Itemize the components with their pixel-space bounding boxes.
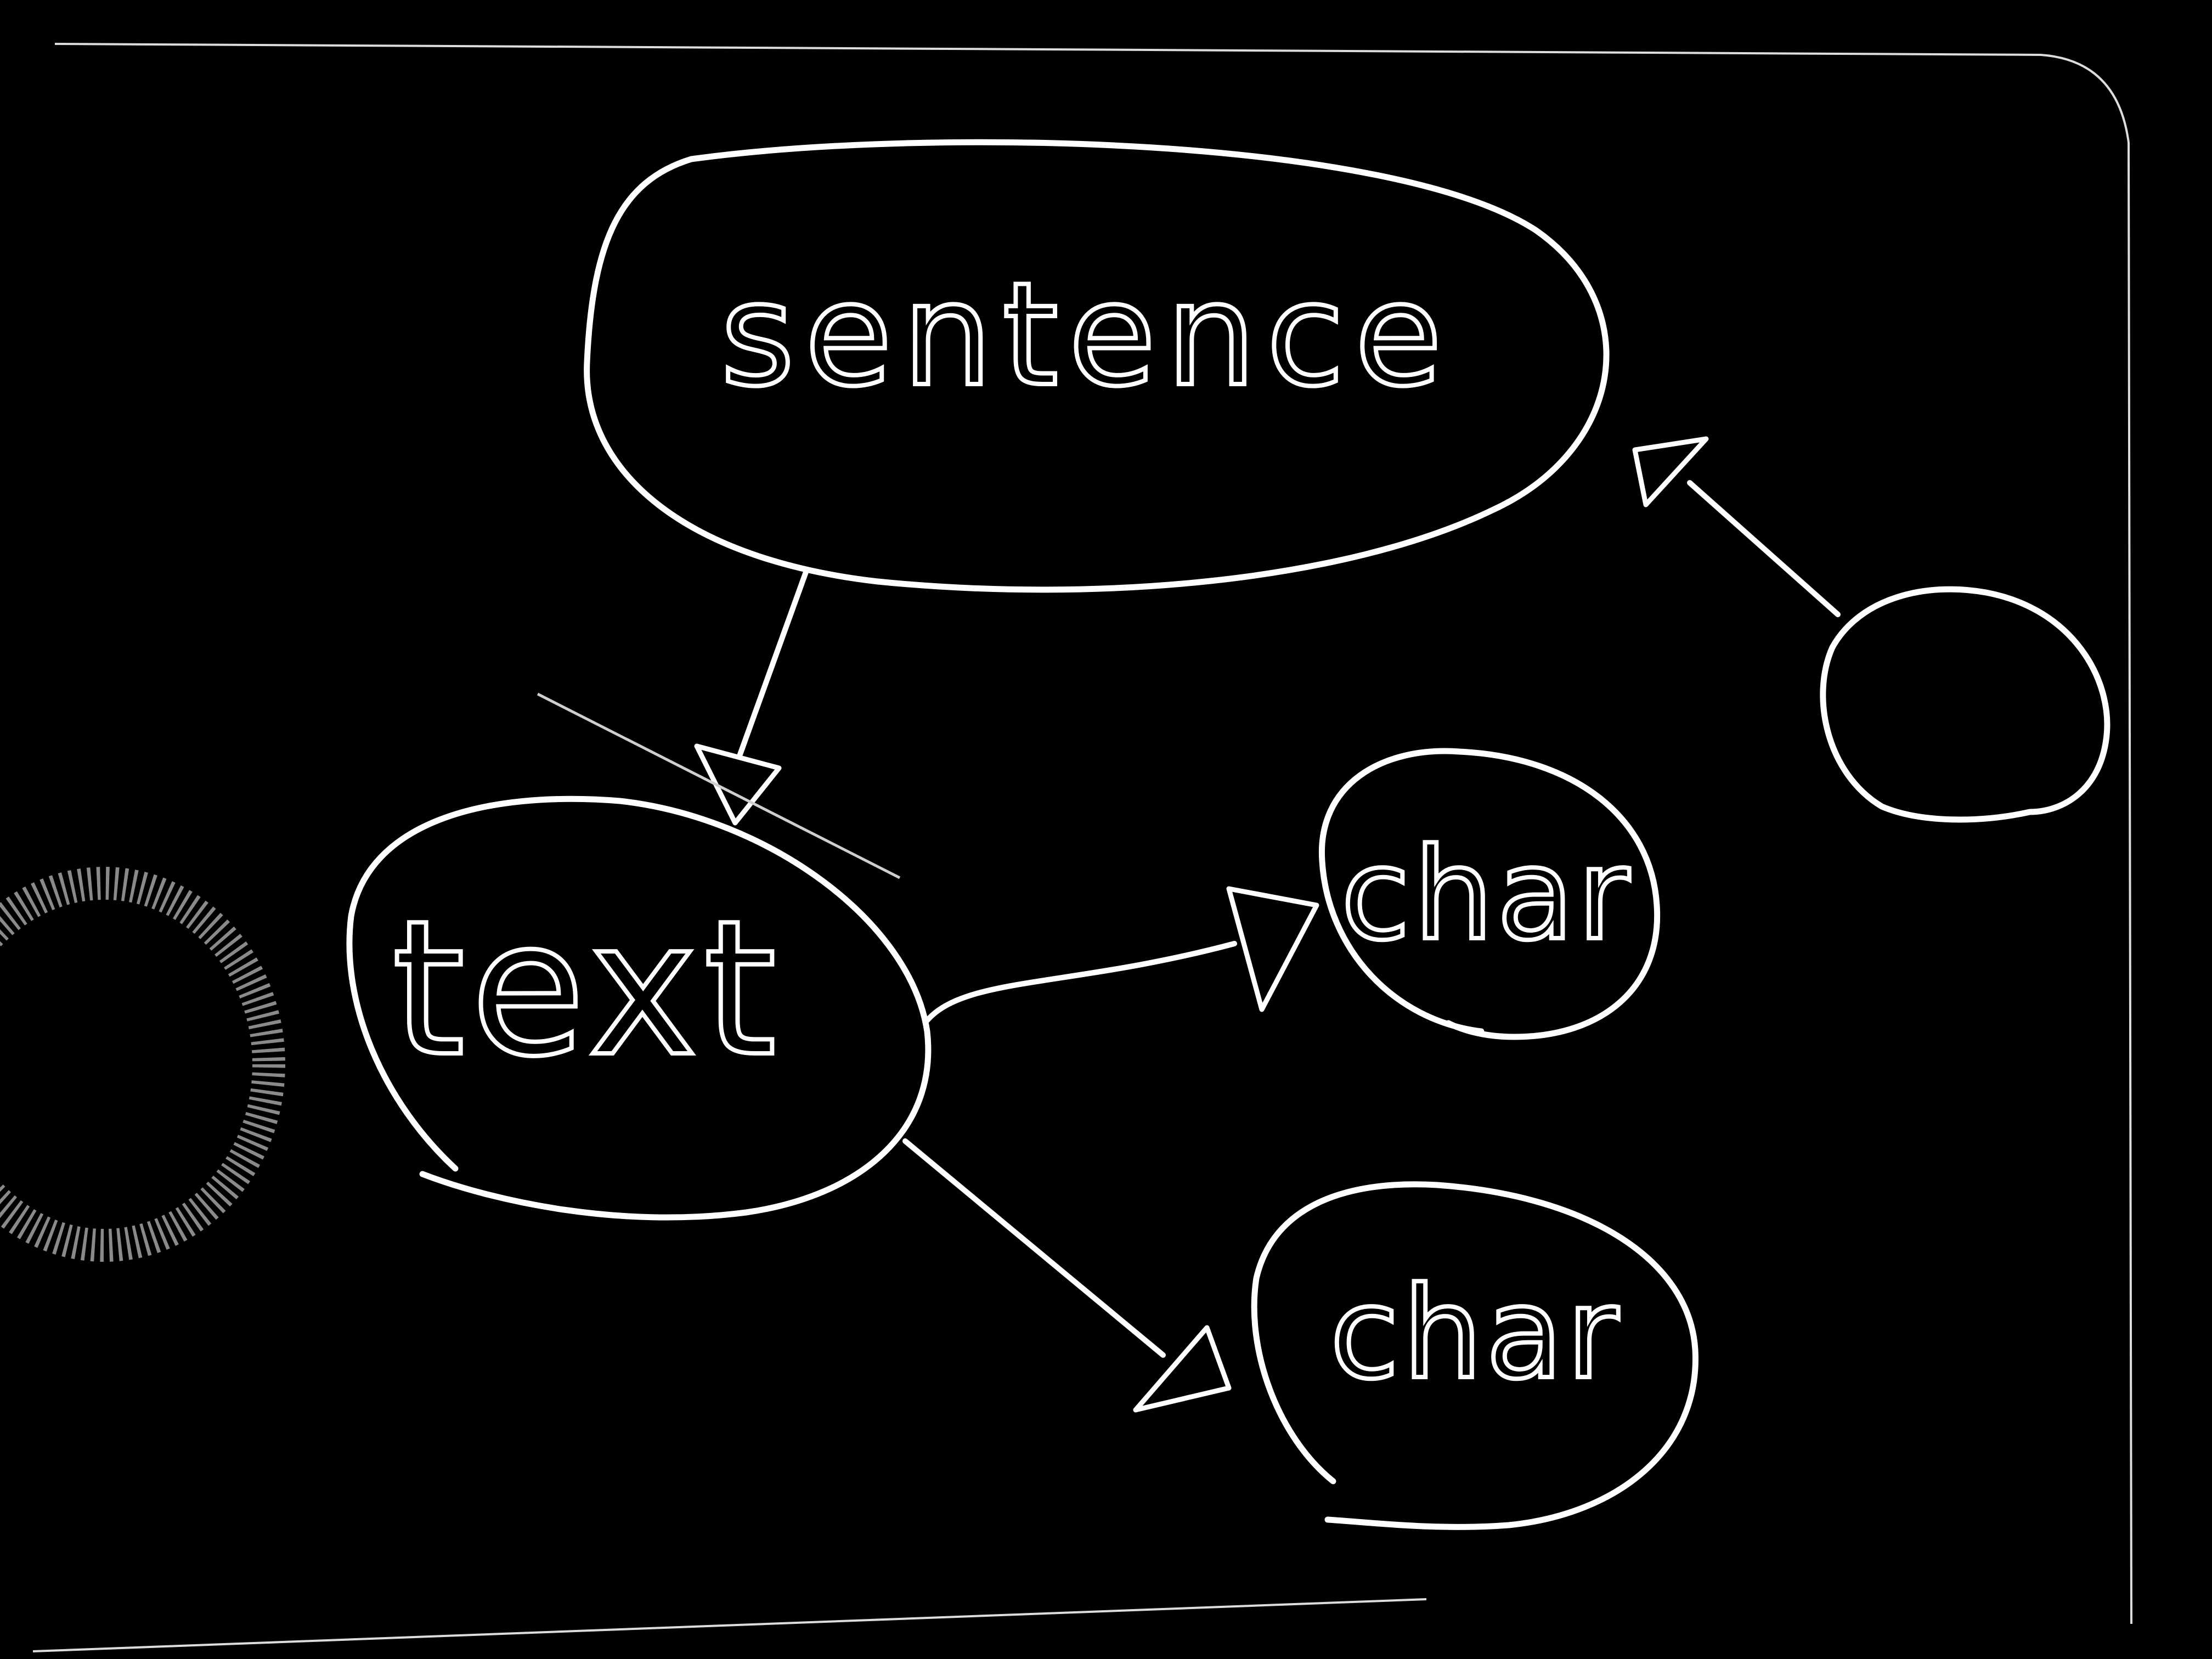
edge-unlabeled-to-sentence [1632, 436, 1841, 617]
edge-text-to-char-bottom [902, 1138, 1232, 1413]
node-char-bottom-outline [1251, 1181, 1699, 1530]
node-char-bottom: char [1251, 1181, 1699, 1530]
node-unlabeled-outline [1820, 586, 2111, 823]
arrowhead-sentence [1632, 436, 1709, 507]
node-char-top: char [1318, 748, 1661, 1040]
eraser-smudge [0, 867, 285, 1262]
stray-chalk-stroke [537, 692, 901, 879]
node-char-top-label: char [1341, 822, 1633, 968]
arrowhead-char-top [1226, 886, 1319, 1012]
edge-sentence-to-text [694, 568, 809, 826]
node-text-label: text [392, 881, 782, 1098]
node-text: text [346, 795, 932, 1221]
edge-text-to-char-top [924, 886, 1319, 1023]
node-sentence: sentence [584, 139, 1610, 593]
node-sentence-outline [584, 139, 1610, 593]
arrowhead-char-bottom [1133, 1325, 1232, 1413]
node-char-top-outline [1318, 748, 1661, 1040]
node-unlabeled [1820, 586, 2111, 823]
node-sentence-label: sentence [720, 252, 1452, 418]
node-char-bottom-label: char [1330, 1261, 1622, 1407]
node-text-outline [346, 795, 932, 1221]
board-border [32, 43, 2132, 1652]
